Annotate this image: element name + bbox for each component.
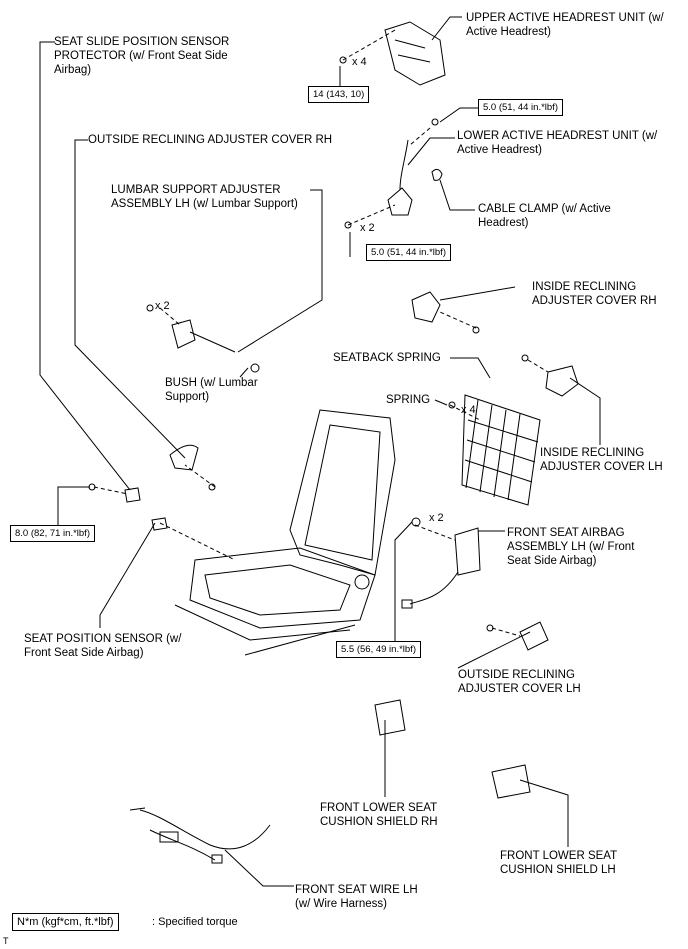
torque-box-14: 14 (143, 10) bbox=[308, 86, 370, 103]
inside-cover-rh-shape bbox=[411, 291, 441, 323]
qty-lower-headrest: x 2 bbox=[360, 222, 375, 234]
leader-bush bbox=[239, 367, 249, 378]
leader-inside-lh bbox=[569, 377, 601, 445]
leader-inside-rh bbox=[439, 286, 516, 301]
airbag-shape bbox=[454, 527, 481, 576]
wire-harness-shape bbox=[129, 807, 271, 861]
leader-outside-lh bbox=[457, 631, 531, 669]
label-lower-shield-rh: FRONT LOWER SEAT CUSHION SHIELD RH bbox=[320, 802, 438, 828]
cable-clamp-shape bbox=[431, 168, 443, 181]
torque-box-5-0-upper: 5.0 (51, 44 in.*lbf) bbox=[478, 99, 563, 116]
qty-spring: x 4 bbox=[461, 404, 476, 416]
leader-lumbar bbox=[237, 189, 323, 353]
lower-headrest-shape bbox=[387, 187, 413, 216]
leader-lower-headrest bbox=[407, 137, 455, 166]
shield-lh-shape bbox=[491, 764, 531, 799]
label-bush: BUSH (w/ Lumbar Support) bbox=[165, 377, 258, 403]
label-upper-headrest: UPPER ACTIVE HEADREST UNIT (w/ Active He… bbox=[466, 12, 664, 38]
upper-headrest-shape bbox=[384, 21, 446, 86]
lumbar-shape bbox=[171, 319, 236, 353]
label-inside-cover-lh: INSIDE RECLINING ADJUSTER COVER LH bbox=[540, 447, 663, 473]
legend-torque-unit: N*m (kgf*cm, ft.*lbf) bbox=[12, 913, 119, 931]
label-airbag: FRONT SEAT AIRBAG ASSEMBLY LH (w/ Front … bbox=[507, 527, 635, 567]
leader-shield-lh bbox=[519, 779, 569, 847]
outside-cover-rh-shape bbox=[169, 444, 199, 471]
leader-slide-protector bbox=[39, 41, 131, 491]
qty-lumbar: x 2 bbox=[155, 300, 170, 312]
label-lower-headrest: LOWER ACTIVE HEADREST UNIT (w/ Active He… bbox=[457, 130, 658, 156]
leader-seatback-spring bbox=[450, 357, 491, 379]
leader-spring bbox=[434, 399, 448, 406]
label-slide-sensor-protector: SEAT SLIDE POSITION SENSOR PROTECTOR (w/… bbox=[54, 36, 230, 76]
leader-upper-headrest bbox=[431, 16, 462, 41]
torque-box-5-0-lower: 5.0 (51, 44 in.*lbf) bbox=[366, 244, 451, 261]
label-lower-shield-lh: FRONT LOWER SEAT CUSHION SHIELD LH bbox=[500, 850, 618, 876]
shield-rh-shape bbox=[374, 699, 406, 736]
leader-wire bbox=[224, 849, 294, 887]
slide-protector-shape bbox=[124, 487, 141, 503]
inside-cover-lh-shape bbox=[545, 365, 579, 397]
qty-headrest: x 4 bbox=[352, 56, 367, 68]
label-inside-cover-rh: INSIDE RECLINING ADJUSTER COVER RH bbox=[532, 281, 657, 307]
label-wire-lh: FRONT SEAT WIRE LH (w/ Wire Harness) bbox=[295, 884, 418, 910]
legend-meaning: : Specified torque bbox=[152, 916, 238, 928]
torque-box-8-0: 8.0 (82, 71 in.*lbf) bbox=[10, 525, 95, 542]
seat-frame-shape bbox=[174, 409, 396, 656]
qty-airbag: x 2 bbox=[429, 512, 444, 524]
outside-cover-lh-shape bbox=[519, 621, 549, 651]
label-seat-position-sensor: SEAT POSITION SENSOR (w/ Front Seat Side… bbox=[24, 633, 182, 659]
seat-sensor-shape bbox=[151, 517, 168, 531]
leader-outside-rh bbox=[74, 139, 186, 459]
label-spring: SPRING bbox=[386, 394, 431, 406]
label-cable-clamp: CABLE CLAMP (w/ Active Headrest) bbox=[478, 203, 611, 229]
leader-cable-clamp bbox=[439, 179, 475, 211]
label-outside-cover-lh: OUTSIDE RECLINING ADJUSTER COVER LH bbox=[458, 669, 581, 695]
leader-sensor bbox=[99, 522, 156, 628]
corner-mark: T bbox=[3, 936, 9, 946]
label-outside-cover-rh: OUTSIDE RECLINING ADJUSTER COVER RH bbox=[88, 134, 333, 146]
torque-box-5-5: 5.5 (56, 49 in.*lbf) bbox=[336, 641, 421, 658]
seatback-spring-shape bbox=[461, 394, 541, 506]
label-lumbar: LUMBAR SUPPORT ADJUSTER ASSEMBLY LH (w/ … bbox=[111, 184, 298, 210]
label-seatback-spring: SEATBACK SPRING bbox=[333, 352, 441, 364]
